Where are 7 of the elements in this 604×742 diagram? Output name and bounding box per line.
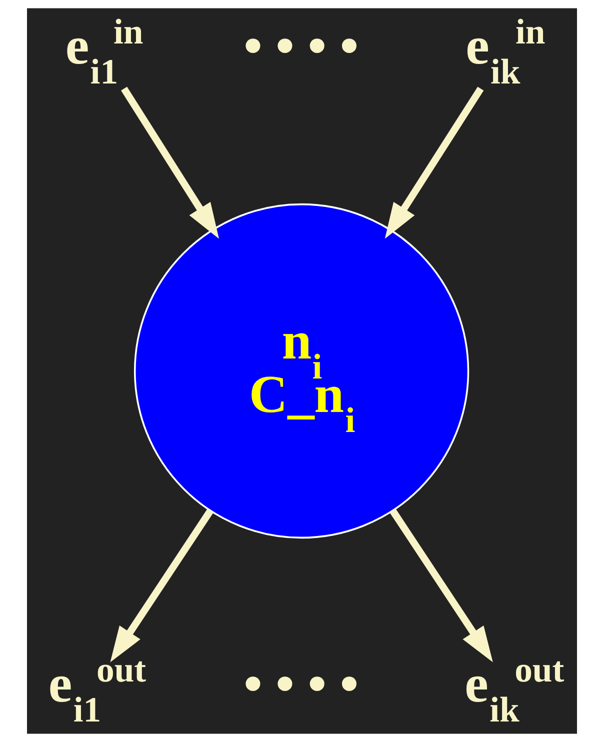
label: • • • •: [244, 654, 359, 714]
arrow: [390, 508, 493, 662]
node-circle: n$_{i}$ C_n$_{i}$: [134, 203, 470, 539]
arrow: [110, 508, 214, 662]
arrow: [120, 86, 219, 239]
label: • • • •: [244, 15, 359, 76]
arrow: [384, 86, 484, 239]
